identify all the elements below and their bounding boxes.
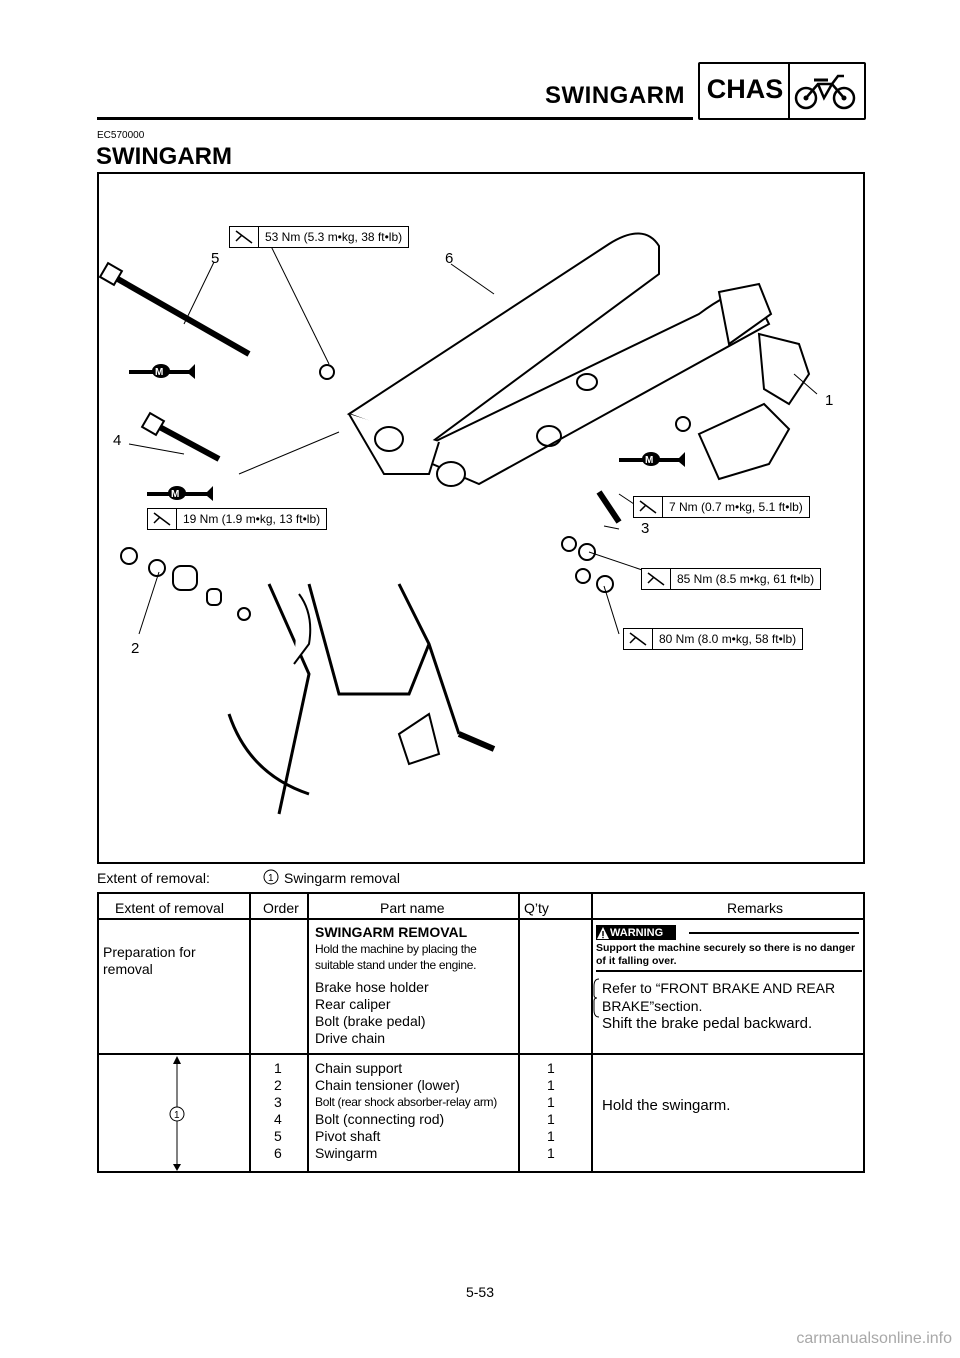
circled-number-1-icon: 1 — [263, 869, 279, 885]
col-divider — [307, 894, 309, 1171]
part-cell: Chain support — [315, 1060, 403, 1076]
pedal-remark: Shift the brake pedal backward. — [602, 1015, 813, 1032]
watermark: carmanualsonline.info — [796, 1330, 952, 1347]
torque-wrench-icon — [624, 629, 653, 649]
col-divider — [591, 894, 593, 1171]
prep-note: Hold the machine by placing the suitable… — [315, 942, 477, 972]
svg-text:M: M — [171, 489, 179, 500]
extent-name: Swingarm removal — [284, 870, 400, 886]
brace-icon — [593, 978, 600, 1018]
warning-rule — [689, 932, 859, 934]
part-cell: Bolt (connecting rod) — [315, 1111, 445, 1127]
range-arrow-icon: 1 — [169, 1056, 185, 1171]
qty-cell: 1 — [547, 1128, 555, 1144]
order-cell: 1 — [274, 1060, 282, 1076]
order-cell: 3 — [274, 1094, 282, 1110]
torque-spec-53nm: 53 Nm (5.3 m•kg, 38 ft•lb) — [229, 226, 410, 248]
part-label-2: 2 — [131, 640, 140, 657]
prep-heading: SWINGARM REMOVAL — [315, 924, 468, 940]
order-cell: 4 — [274, 1111, 282, 1127]
extent-label: Extent of removal: — [97, 870, 210, 886]
hold-remark: Hold the swingarm. — [602, 1097, 731, 1114]
chas-section-tag: CHAS — [698, 62, 866, 120]
grease-mark-icons: M M M — [129, 364, 685, 501]
torque-wrench-icon — [148, 509, 177, 529]
col-divider — [249, 894, 251, 1171]
header-title: SWINGARM — [545, 82, 685, 109]
torque-wrench-icon — [642, 569, 671, 589]
torque-spec-85nm: 85 Nm (8.5 m•kg, 61 ft•lb) — [641, 568, 822, 590]
torque-spec-80nm: 80 Nm (8.0 m•kg, 58 ft•lb) — [623, 628, 804, 650]
qty-cell: 1 — [547, 1060, 555, 1076]
svg-text:M: M — [645, 455, 653, 466]
col-header-order: Order — [263, 900, 299, 916]
swingarm-exploded-diagram: M M M 53 Nm (5.3 m•kg, 38 ft•lb) 19 Nm (… — [97, 172, 865, 864]
prep-extent: Preparation for removal — [103, 944, 196, 977]
part-label-3: 3 — [641, 520, 650, 537]
prep-part: Brake hose holder — [315, 979, 429, 995]
svg-text:1: 1 — [268, 873, 274, 884]
col-header-remarks: Remarks — [727, 900, 784, 916]
part-label-1: 1 — [825, 392, 834, 409]
col-divider — [518, 894, 520, 1171]
torque-wrench-icon — [634, 497, 663, 517]
warning-icon — [597, 926, 609, 939]
col-header-extent: Extent of removal — [115, 900, 224, 916]
prep-part: Bolt (brake pedal) — [315, 1013, 426, 1029]
torque-spec-19nm: 19 Nm (1.9 m•kg, 13 ft•lb) — [147, 508, 328, 530]
order-cell: 2 — [274, 1077, 282, 1093]
svg-text:1: 1 — [174, 1110, 180, 1121]
header-rule — [97, 117, 693, 120]
warning-rule-bottom — [596, 970, 862, 972]
part-cell: Chain tensioner (lower) — [315, 1077, 460, 1093]
swingarm-drawing: M M M — [99, 232, 818, 815]
part-cell: Swingarm — [315, 1145, 378, 1161]
prep-part: Drive chain — [315, 1030, 386, 1046]
warning-badge: WARNING — [596, 925, 676, 940]
part-label-5: 5 — [211, 250, 220, 267]
order-cell: 5 — [274, 1128, 282, 1144]
warning-text: Support the machine securely so there is… — [596, 942, 856, 967]
part-cell: Pivot shaft — [315, 1128, 381, 1144]
part-cell: Bolt (rear shock absorber-relay arm) — [315, 1095, 497, 1109]
swingarm-body — [346, 232, 660, 446]
part-label-6: 6 — [445, 250, 454, 267]
motorcycle-icon — [794, 74, 856, 110]
chas-divider — [788, 64, 790, 118]
page-number: 5-53 — [465, 1284, 495, 1300]
removal-table: Extent of removal Order Part name Q’ty R… — [97, 892, 865, 1173]
part-label-4: 4 — [113, 432, 122, 449]
section-title: SWINGARM — [96, 143, 232, 170]
qty-cell: 1 — [547, 1094, 555, 1110]
qty-cell: 1 — [547, 1145, 555, 1161]
col-header-part-name: Part name — [380, 900, 445, 916]
qty-cell: 1 — [547, 1077, 555, 1093]
col-header-qty: Q’ty — [524, 900, 549, 916]
header-divider — [99, 918, 863, 920]
order-cell: 6 — [274, 1145, 282, 1161]
document-code: EC570000 — [97, 130, 145, 141]
torque-wrench-icon — [230, 227, 259, 247]
row-divider — [99, 1053, 863, 1055]
prep-part: Rear caliper — [315, 996, 391, 1012]
svg-text:M: M — [155, 367, 163, 378]
refer-text: Refer to “FRONT BRAKE AND REAR BRAKE”sec… — [602, 980, 836, 1014]
qty-cell: 1 — [547, 1111, 555, 1127]
chas-label: CHAS — [706, 74, 784, 104]
torque-spec-7nm: 7 Nm (0.7 m•kg, 5.1 ft•lb) — [633, 496, 810, 518]
